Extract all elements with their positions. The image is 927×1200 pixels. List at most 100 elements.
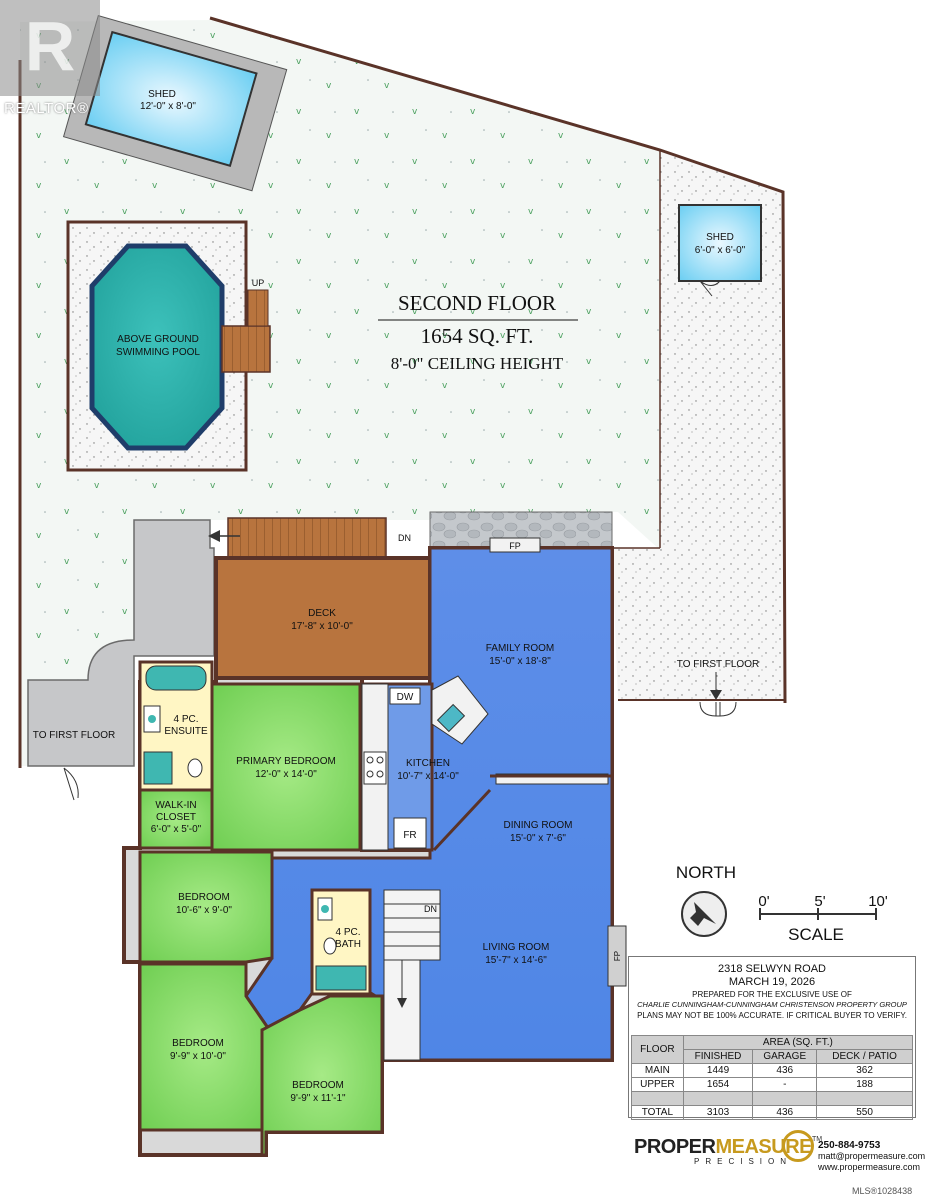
deck-dim: 17'-8" x 10'-0"	[291, 621, 353, 632]
fireplace-living	[607, 925, 627, 987]
floor-header: FLOOR	[631, 1035, 684, 1064]
contact-phone: 250-884-9753	[818, 1140, 881, 1151]
row-finished: 1654	[682, 1077, 754, 1092]
deck-name: DECK	[308, 608, 336, 619]
logo-tm: TM	[811, 1136, 823, 1143]
area-table: FLOOR AREA (SQ. FT.) FINISHED GARAGE DEC…	[631, 1035, 914, 1120]
dishwasher-box	[389, 687, 421, 705]
primary-dim: 12'-0" x 14'-0"	[255, 769, 317, 780]
bathtub-icon	[315, 965, 367, 991]
col-garage: GARAGE	[752, 1049, 818, 1064]
fireplace-family	[489, 537, 541, 553]
contact-block: 250-884-9753 matt@propermeasure.com www.…	[818, 1140, 925, 1173]
disclaimer: PLANS MAY NOT BE 100% ACCURATE. IF CRITI…	[637, 1011, 907, 1020]
floor-title: SECOND FLOOR	[398, 291, 556, 315]
row-garage: -	[752, 1077, 818, 1092]
kitchen-dim: 10'-7" x 14'-0"	[397, 771, 459, 782]
table-row: UPPER 1654 - 188	[631, 1077, 913, 1092]
contact-email: matt@propermeasure.com	[818, 1151, 926, 1161]
to-first-floor-right: TO FIRST FLOOR	[677, 659, 759, 670]
scale-tick-0: 0'	[758, 893, 769, 910]
logo-precision: PRECISION	[694, 1157, 793, 1166]
shed-2-dim: 6'-0" x 6'-0"	[695, 245, 746, 256]
kitchen-name: KITCHEN	[406, 758, 450, 769]
mls-number: MLS®1028438	[852, 1186, 913, 1196]
row-garage: 436	[752, 1063, 818, 1078]
swimming-pool	[89, 243, 225, 451]
shower-icon	[143, 751, 173, 785]
fp-label-living: FP	[613, 951, 622, 961]
closet-label-2: CLOSET	[156, 812, 196, 823]
contact-web: www.propermeasure.com	[818, 1162, 921, 1172]
bedroom-3	[260, 994, 384, 1157]
living-name: LIVING ROOM	[483, 942, 550, 953]
prepared-for: PREPARED FOR THE EXCLUSIVE USE OF	[692, 990, 852, 999]
realtor-r-mark: R	[25, 7, 76, 85]
shed-1-dim: 12'-0" x 8'-0"	[140, 101, 196, 112]
ceiling-height: 8'-0" CEILING HEIGHT	[391, 354, 564, 373]
sink-icon	[436, 703, 466, 733]
north-label: NORTH	[676, 863, 736, 882]
bath-label-2: BATH	[335, 939, 361, 950]
col-finished: FINISHED	[682, 1049, 754, 1064]
fridge-box	[393, 817, 427, 849]
bed1-name: BEDROOM	[178, 892, 230, 903]
family-dim: 15'-0" x 18'-8"	[489, 656, 551, 667]
realtor-logo	[0, 0, 100, 96]
dishwasher-label: DW	[397, 692, 414, 703]
primary-name: PRIMARY BEDROOM	[236, 756, 336, 767]
address: 2318 SELWYN ROAD	[717, 963, 826, 975]
deck-dn-label: DN	[398, 533, 411, 543]
table-total-row: TOTAL 3103 436 550	[631, 1105, 913, 1120]
fridge-label: FR	[403, 830, 416, 841]
total-finished: 3103	[682, 1105, 754, 1120]
side-patio	[612, 150, 785, 700]
row-deck: 362	[816, 1063, 913, 1078]
ensuite-label-1: 4 PC.	[173, 714, 198, 725]
logo-proper: PROPER	[634, 1136, 716, 1158]
row-finished: 1449	[682, 1063, 754, 1078]
row-floor: MAIN	[631, 1063, 684, 1078]
bed3-dim: 9'-9" x 11'-1"	[290, 1093, 346, 1104]
pool-label-2: SWIMMING POOL	[116, 347, 200, 358]
total-deck: 550	[816, 1105, 913, 1120]
ensuite-label-2: ENSUITE	[164, 726, 208, 737]
family-name: FAMILY ROOM	[486, 643, 555, 654]
deck	[214, 556, 432, 680]
shed-2	[678, 204, 762, 282]
total-floor: TOTAL	[631, 1105, 684, 1120]
area-group-header: AREA (SQ. FT.)	[682, 1035, 914, 1050]
dining-name: DINING ROOM	[504, 820, 573, 831]
realtor-wordmark: REALTOR®	[4, 100, 89, 117]
shed-1-name: SHED	[148, 89, 176, 100]
closet-label-1: WALK-IN	[155, 800, 196, 811]
pool-label-1: ABOVE GROUND	[117, 334, 199, 345]
bed1-dim: 10'-6" x 9'-0"	[176, 905, 232, 916]
to-first-floor-left: TO FIRST FLOOR	[33, 730, 115, 741]
col-deck: DECK / PATIO	[816, 1049, 913, 1064]
interior-stairs	[383, 889, 441, 961]
scale-tick-5: 5'	[814, 893, 825, 910]
info-panel: 2318 SELWYN ROAD MARCH 19, 2026 PREPARED…	[628, 956, 916, 1120]
propermeasure-logo: PROPERMEASURETM PRECISION	[634, 1130, 823, 1166]
shed-2-name: SHED	[706, 232, 734, 243]
client-name: CHARLIE CUNNINGHAM-CUNNINGHAM CHRISTENSO…	[637, 1000, 907, 1009]
ensuite-toilet-icon	[187, 758, 203, 778]
yard-lawn	[20, 20, 785, 766]
bedroom-1	[138, 850, 274, 964]
scale-tick-10: 10'	[868, 893, 888, 910]
ensuite-tub-icon	[145, 665, 207, 691]
bath-label-1: 4 PC.	[335, 927, 360, 938]
scale-label: SCALE	[788, 925, 844, 944]
toilet-icon	[323, 937, 337, 955]
deck-stairs	[227, 517, 387, 559]
pool-stairs	[221, 325, 271, 373]
fp-label-family: FP	[509, 541, 521, 551]
walk-in-closet	[138, 788, 214, 850]
total-garage: 436	[752, 1105, 818, 1120]
bed2-name: BEDROOM	[172, 1038, 224, 1049]
date: MARCH 19, 2026	[728, 976, 816, 988]
floor-area: 1654 SQ. FT.	[421, 324, 534, 348]
dining-dim: 15'-0" x 7'-6"	[510, 833, 566, 844]
